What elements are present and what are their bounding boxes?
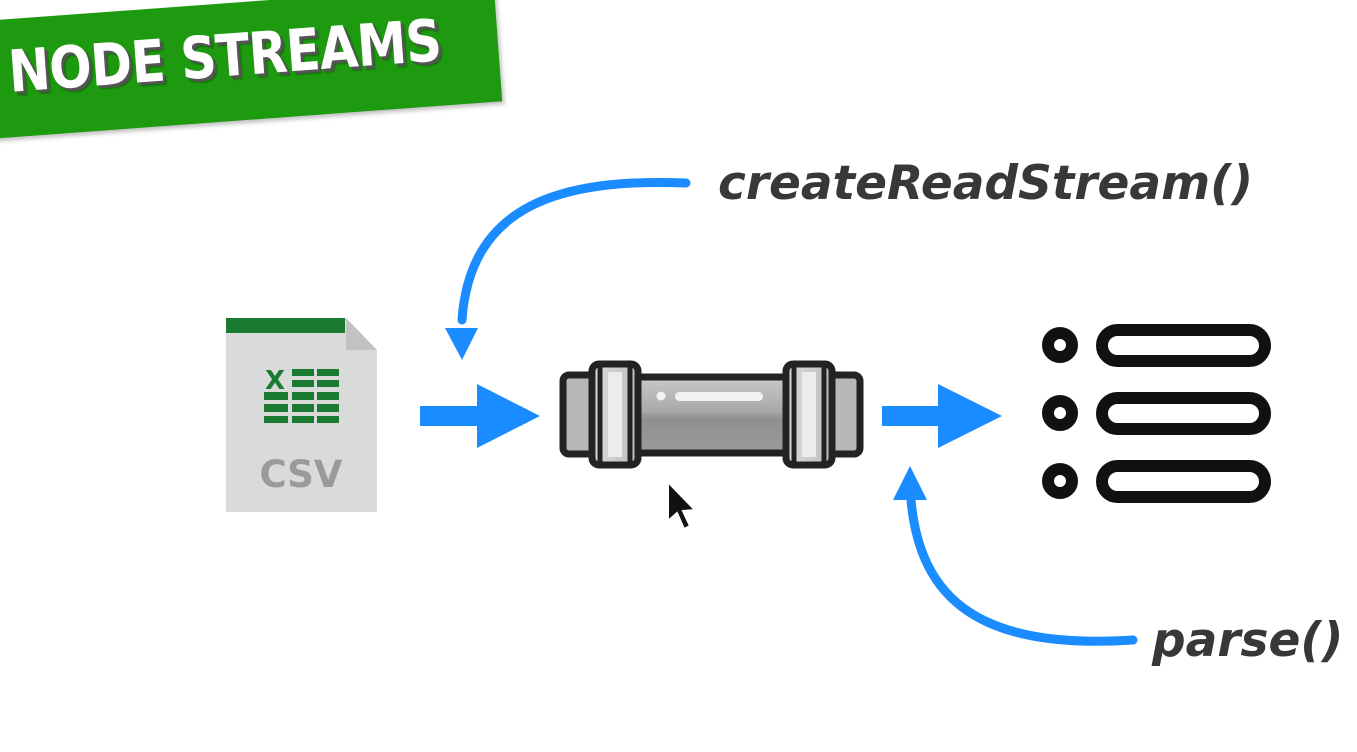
- list-icon: [1042, 324, 1271, 503]
- csv-file-icon: X CSV: [226, 318, 377, 512]
- read-stream-curved-arrow: [445, 177, 691, 360]
- csv-caption: CSV: [259, 453, 342, 496]
- mouse-cursor-icon: [667, 479, 698, 531]
- pipe-icon: [559, 360, 864, 469]
- arrow-into-pipe: [420, 384, 540, 448]
- parse-label: parse(): [1152, 613, 1344, 668]
- excel-x-glyph: X: [265, 366, 285, 396]
- arrow-out-of-pipe: [882, 384, 1002, 448]
- parse-curved-arrow: [893, 466, 1138, 646]
- create-read-stream-label: createReadStream(): [718, 156, 1254, 211]
